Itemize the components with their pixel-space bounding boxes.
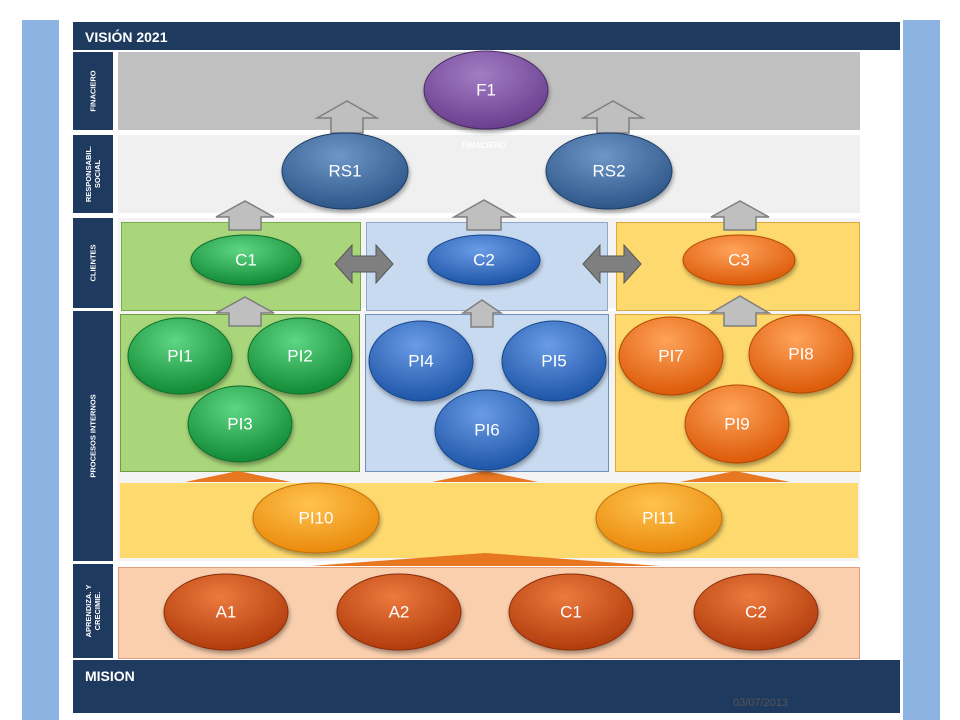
node-pi8[interactable]	[748, 314, 854, 394]
node-rs2-label: RS2	[592, 162, 625, 181]
label-clientes: CLIENTES	[73, 218, 113, 308]
mission-footer: MISION	[73, 660, 900, 713]
arrow-pi-yellow-to-c3	[708, 295, 772, 327]
node-pi1[interactable]	[127, 317, 233, 395]
vision-title: VISIÓN 2021	[85, 29, 168, 45]
label-responsabilidad-social: RESPONSABIL. SOCIAL	[73, 135, 113, 213]
node-pi7[interactable]	[618, 316, 724, 396]
node-pi6-label: PI6	[474, 421, 500, 440]
node-pi10[interactable]	[252, 482, 380, 554]
node-f1[interactable]	[423, 50, 549, 130]
label-financiero: FINACIERO	[73, 52, 113, 130]
node-rs1[interactable]	[281, 132, 409, 210]
left-side-stripe	[22, 20, 59, 720]
node-pi2[interactable]	[247, 317, 353, 395]
arrow-pi-blue-to-c2	[460, 299, 504, 328]
node-ac1[interactable]	[508, 573, 634, 651]
node-pi11-label: PI11	[642, 509, 676, 528]
node-ac1-label: C1	[560, 603, 582, 622]
node-a2-label: A2	[389, 603, 410, 622]
node-rs1-label: RS1	[328, 162, 361, 181]
right-side-stripe	[903, 20, 940, 720]
node-c3-label: C3	[728, 251, 750, 270]
node-c1-label: C1	[235, 251, 257, 270]
support-pointer-yellow	[680, 471, 790, 482]
date-stamp: 03/07/2013	[733, 697, 789, 709]
learning-pointer	[310, 553, 660, 566]
node-pi2-label: PI2	[287, 347, 313, 366]
node-pi4[interactable]	[368, 320, 474, 402]
arrow-c2-to-rs	[451, 199, 517, 231]
node-pi3-label: PI3	[227, 415, 253, 434]
label-procesos-internos: PROCESOS INTERNOS	[73, 311, 113, 561]
node-pi7-label: PI7	[658, 347, 684, 366]
node-pi3[interactable]	[187, 385, 293, 463]
node-pi5-label: PI5	[541, 352, 567, 371]
node-c1[interactable]	[190, 234, 302, 286]
node-ac2[interactable]	[693, 573, 819, 651]
double-arrow-c1-c2	[334, 243, 394, 285]
node-pi1-label: PI1	[167, 347, 193, 366]
support-pointer-blue	[432, 471, 538, 482]
arrow-rs2-to-f1	[580, 100, 646, 134]
node-a1[interactable]	[163, 573, 289, 651]
node-pi11[interactable]	[595, 482, 723, 554]
node-pi5[interactable]	[501, 320, 607, 402]
mission-title: MISION	[85, 668, 135, 684]
watermark-text: FINACIERO	[462, 141, 506, 150]
label-aprendizaje: APRENDIZA. Y CRECIMIE.	[73, 564, 113, 658]
arrow-rs1-to-f1	[314, 100, 380, 134]
arrow-c1-to-rs1	[215, 200, 275, 231]
node-c3[interactable]	[682, 234, 796, 286]
arrow-pi-green-to-c1	[215, 296, 275, 327]
social-band	[118, 135, 860, 213]
node-ac2-label: C2	[745, 603, 767, 622]
vision-header: VISIÓN 2021	[73, 22, 900, 50]
node-pi6[interactable]	[434, 389, 540, 471]
arrow-c3-to-rs2	[710, 200, 770, 231]
node-c2-label: C2	[473, 251, 495, 270]
node-pi8-label: PI8	[788, 345, 814, 364]
node-pi9[interactable]	[684, 384, 790, 464]
support-pointer-green	[185, 471, 291, 482]
node-pi10-label: PI10	[299, 509, 334, 528]
node-pi9-label: PI9	[724, 415, 750, 434]
node-c2[interactable]	[427, 234, 541, 286]
node-f1-label: F1	[476, 81, 496, 100]
node-rs2[interactable]	[545, 132, 673, 210]
support-processes-panel	[120, 483, 858, 558]
node-a2[interactable]	[336, 573, 462, 651]
node-a1-label: A1	[216, 603, 237, 622]
double-arrow-c2-c3	[582, 243, 642, 285]
node-pi4-label: PI4	[408, 352, 434, 371]
